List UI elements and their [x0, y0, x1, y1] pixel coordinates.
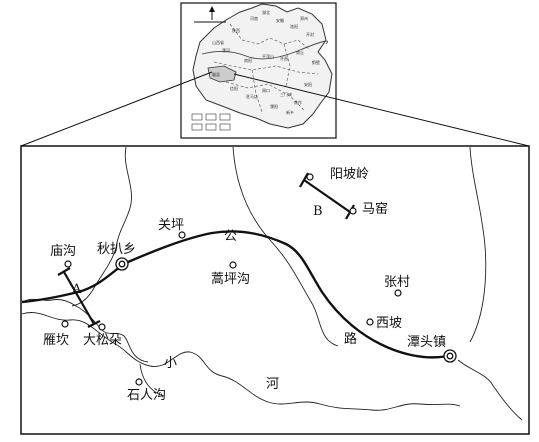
profile-label-b: B [313, 204, 323, 219]
label-dasongduo: 大松朵 [83, 333, 122, 348]
marker-xipo [366, 318, 374, 326]
inset-place-name: 许昌 [280, 55, 288, 61]
inset-legend [191, 113, 231, 131]
inset-map: 嵩县 山西省 陕西 河南湖北安徽洛阳郑州开封商丘许昌平顶山南阳信阳驻马店周口三门峡焦… [180, 2, 337, 139]
marker-yangpoling [306, 173, 314, 181]
inset-county-label: 嵩县 [212, 71, 220, 77]
inset-river [201, 40, 328, 60]
zoom-connector-left [20, 71, 213, 147]
label-miaogou: 庙沟 [50, 244, 76, 259]
inset-place-name: 安阳 [304, 81, 312, 87]
inset-place-name: 湖北 [262, 9, 270, 15]
inset-place-name: 郑州 [300, 15, 308, 21]
boundary-lines [21, 146, 523, 421]
inset-place-name: 河南 [250, 15, 258, 21]
inset-place-name: 漯河 [222, 47, 230, 53]
marker-zhangcun [394, 289, 402, 297]
inset-boundaries [213, 23, 319, 113]
inset-place-name: 信阳 [230, 85, 238, 91]
zoom-connector-right [233, 73, 530, 147]
inset-place-name: 焦作 [294, 99, 302, 105]
river-label-xiao: 小 [164, 356, 177, 371]
marker-haopinggou [229, 261, 237, 269]
inset-place-name: 洛阳 [290, 23, 298, 29]
village-markers [61, 173, 402, 386]
inset-place-name: 三门峡 [280, 91, 292, 97]
inset-place-name: 开封 [306, 31, 314, 37]
marker-dasongduo [98, 323, 106, 331]
marker-yankan [61, 320, 69, 328]
road-label-gong: 公 [224, 229, 237, 244]
label-yangpoling: 阳坡岭 [330, 167, 369, 182]
label-yankan: 雁坎 [43, 333, 69, 348]
town-marker-tantouzhen [443, 349, 457, 363]
label-xipo: 西坡 [376, 316, 402, 331]
marker-mayao [349, 207, 357, 215]
inset-place-name: 驻马店 [246, 93, 258, 99]
inset-province-outline [192, 3, 333, 129]
inset-place-name: 濮阳 [270, 103, 278, 109]
main-map-frame [20, 145, 530, 435]
marker-miaogou [64, 260, 72, 268]
inset-place-name: 新乡 [286, 109, 294, 115]
inset-place-name: 鹤壁 [312, 59, 320, 65]
highway [21, 230, 457, 359]
inset-place-name: 南阳 [244, 57, 252, 63]
inset-place-name: 陕西 [232, 27, 240, 33]
river-label-he: 河 [266, 377, 279, 392]
label-qiubaxiang: 秋扒乡 [97, 242, 136, 257]
inset-place-names: 山西省 陕西 河南湖北安徽洛阳郑州开封商丘许昌平顶山南阳信阳驻马店周口三门峡焦作新乡… [212, 9, 320, 115]
inset-place-name: 山西省 [212, 39, 224, 45]
profile-line-a [57, 267, 101, 328]
inset-place-name: 商丘 [296, 49, 304, 55]
town-marker-qiubaxiang [115, 257, 129, 271]
inset-place-name: 周口 [262, 87, 270, 93]
inset-county-area [207, 65, 237, 83]
marker-guanping [178, 231, 186, 239]
inset-place-name: 平顶山 [262, 53, 274, 59]
north-arrow-icon [209, 6, 215, 20]
label-haopinggou: 蒿坪沟 [211, 272, 250, 287]
label-guanping: 关坪 [158, 218, 184, 233]
label-shirengou: 石人沟 [127, 388, 166, 403]
road-label-lu: 路 [344, 331, 357, 347]
label-mayao: 马窑 [362, 201, 388, 217]
profile-label-a: A [71, 282, 82, 297]
label-zhangcun: 张村 [384, 275, 410, 290]
label-tantouzhen: 潭头镇 [407, 335, 446, 350]
inset-place-name: 安徽 [276, 17, 284, 23]
river [21, 312, 461, 411]
marker-shirengou [135, 378, 143, 386]
